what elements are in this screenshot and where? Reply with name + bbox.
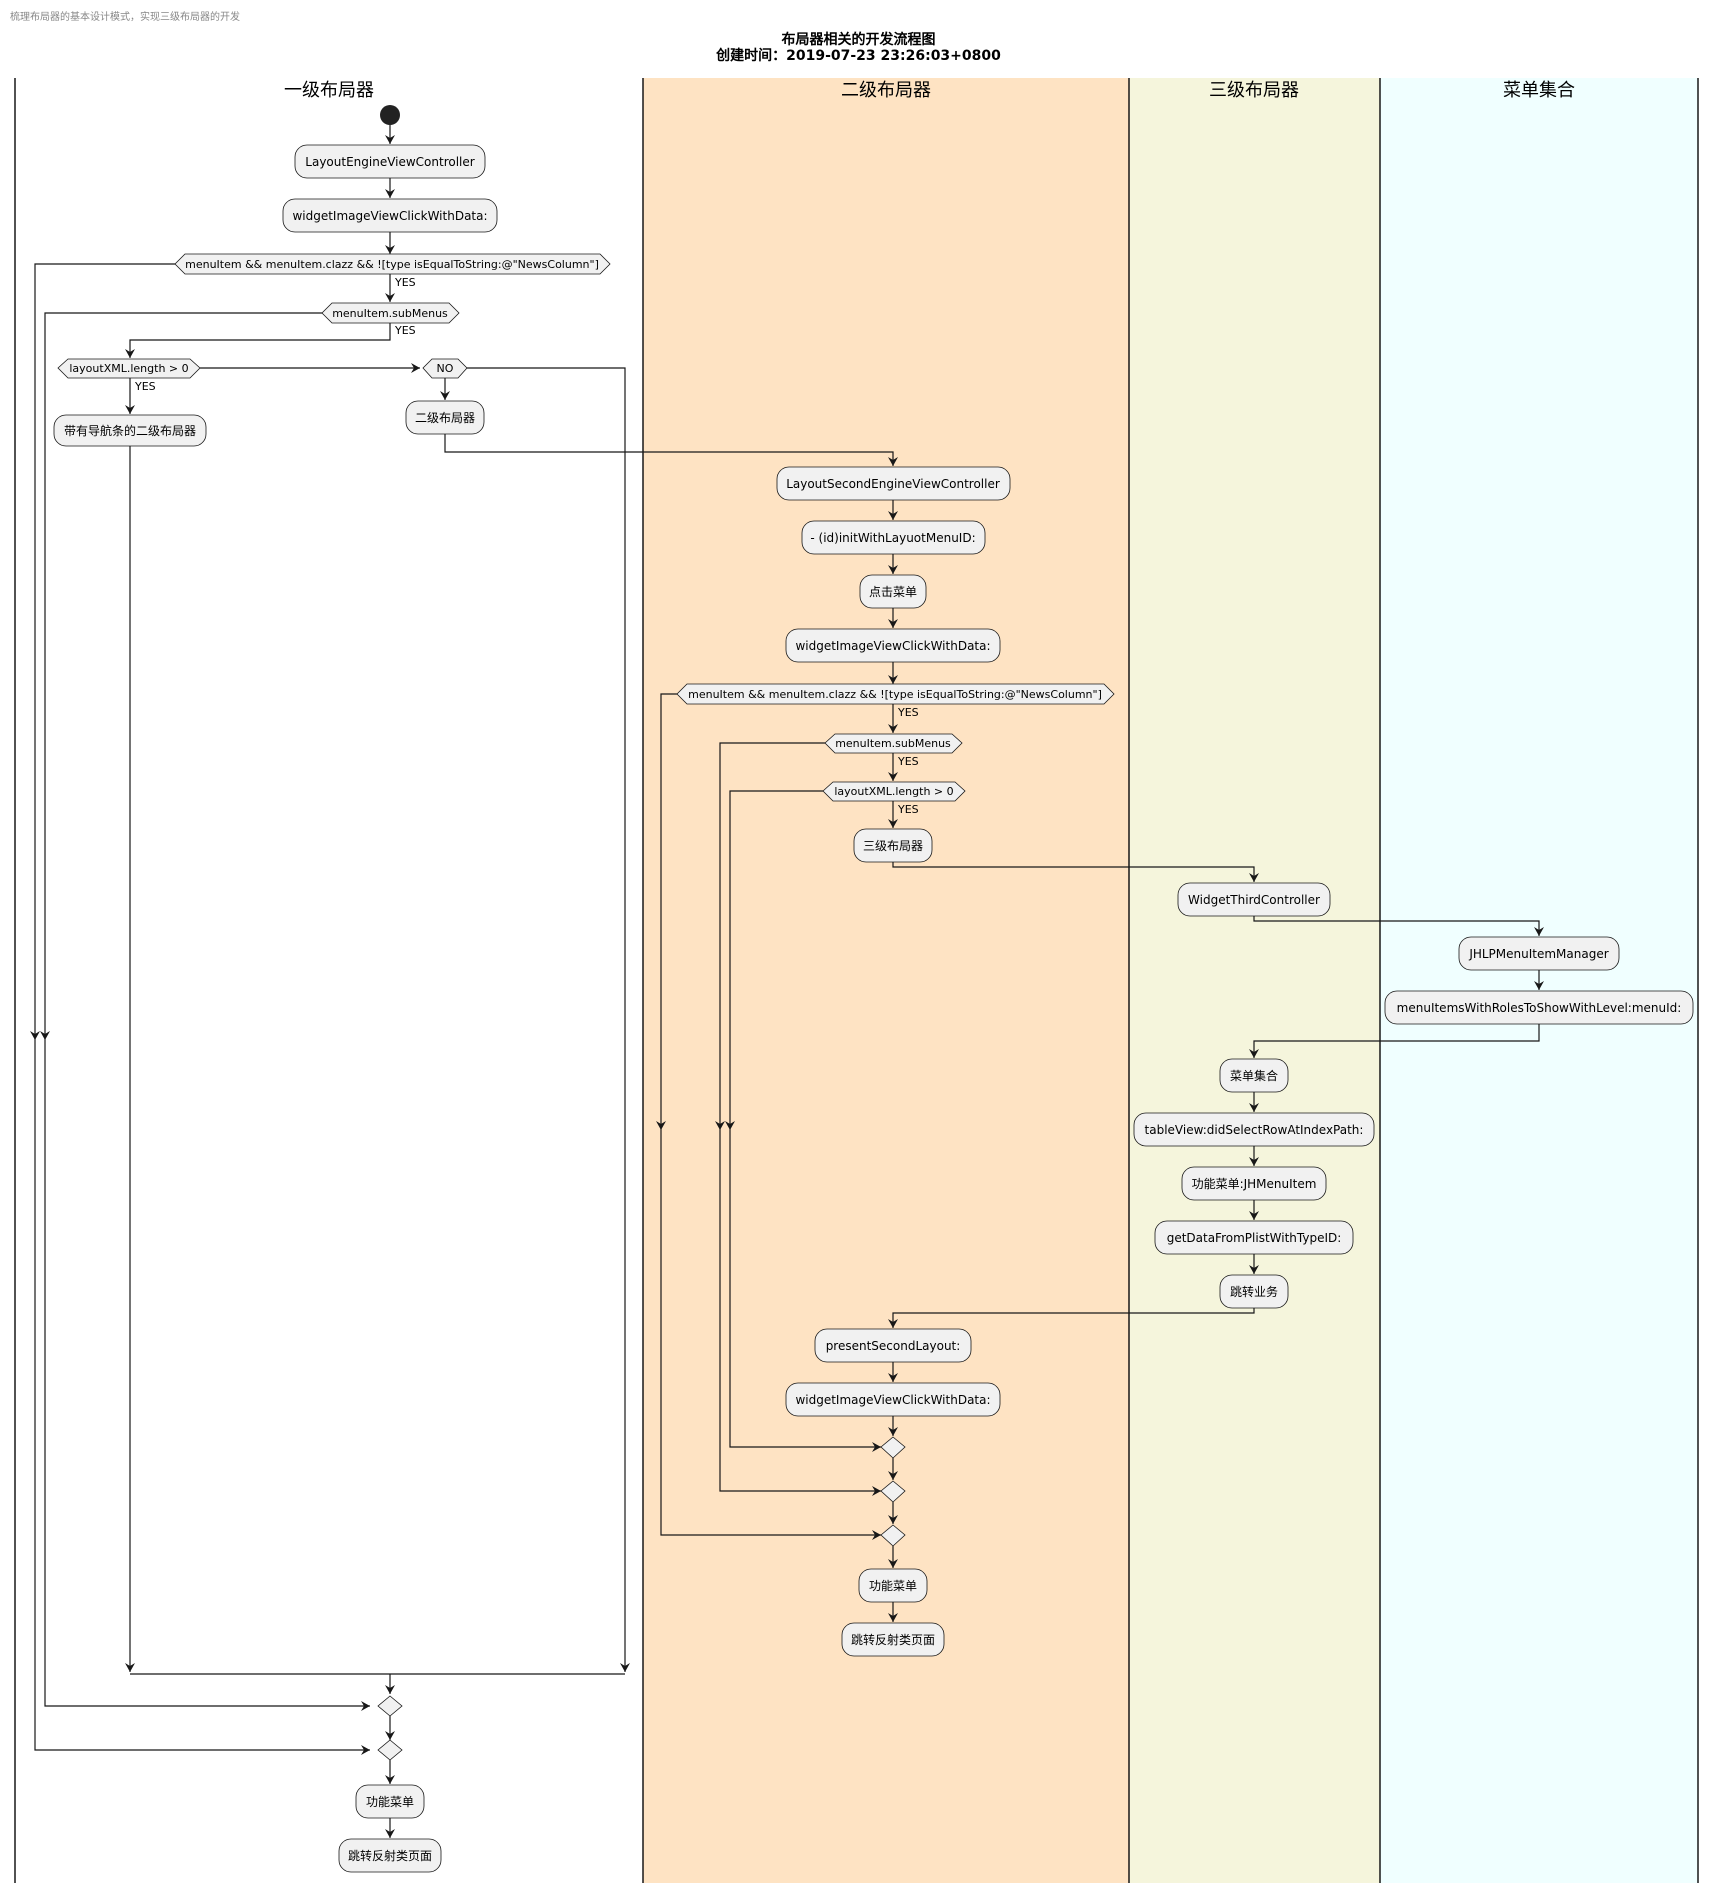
diagram-title: 布局器相关的开发流程图	[781, 32, 936, 48]
label-l1-func-menu: 功能菜单	[366, 1795, 414, 1809]
yes-label: YES	[897, 803, 919, 816]
label-l3-controller: WidgetThirdController	[1188, 893, 1320, 907]
start-node	[380, 105, 400, 125]
label-m-items: menuItemsWithRolesToShowWithLevel:menuId…	[1397, 1001, 1682, 1015]
label-l1-second: 二级布局器	[415, 411, 475, 425]
decision-l2-menuitem	[676, 683, 1115, 705]
activity-l2-controller	[776, 466, 1011, 501]
merge-l1-b	[377, 1739, 403, 1761]
label-l2-cond-submenus: menuItem.subMenus	[835, 737, 951, 750]
lane-title-3: 三级布局器	[1209, 80, 1299, 101]
activity-l2-init	[801, 520, 986, 555]
label-l1-cond-submenus: menuItem.subMenus	[332, 307, 448, 320]
activity-l1-nav-second	[53, 414, 207, 447]
label-l1-click: widgetImageViewClickWithData:	[292, 209, 487, 223]
label-l3-jump-biz: 跳转业务	[1230, 1284, 1278, 1299]
yes-label: YES	[394, 324, 416, 337]
label-l3-getdata: getDataFromPlistWithTypeID:	[1167, 1231, 1342, 1245]
label-l1-nav-second: 带有导航条的二级布局器	[64, 423, 196, 438]
yes-label: YES	[897, 755, 919, 768]
label-l2-cond-menuitem: menuItem && menuItem.clazz && ![type isE…	[688, 688, 1102, 701]
merge-l2-c	[880, 1524, 906, 1547]
label-l1-cond-layoutxml: layoutXML.length > 0	[69, 362, 188, 375]
activity-l2-third	[853, 828, 933, 863]
activity-l1-second	[405, 400, 485, 435]
label-m-manager: JHLPMenuItemManager	[1468, 947, 1608, 961]
lane-title-4: 菜单集合	[1503, 80, 1575, 101]
yes-label: YES	[134, 380, 156, 393]
label-l2-click2: widgetImageViewClickWithData:	[795, 1393, 990, 1407]
merge-l2-b	[880, 1480, 906, 1503]
label-l1-cond-menuitem: menuItem && menuItem.clazz && ![type isE…	[185, 258, 599, 271]
label-l3-menu-set: 菜单集合	[1230, 1068, 1278, 1083]
activity-l1-func-menu	[355, 1784, 425, 1819]
decision-l1-layoutxml	[57, 358, 201, 379]
label-l2-controller: LayoutSecondEngineViewController	[786, 477, 1000, 491]
activity-l3-controller	[1177, 882, 1331, 917]
decision-l2-submenus	[824, 733, 963, 754]
decision-l2-layoutxml	[822, 781, 966, 802]
yes-label: YES	[394, 276, 416, 289]
label-l3-func-menu: 功能菜单:JHMenuItem	[1192, 1177, 1317, 1191]
lane-3-bg	[1129, 78, 1380, 1883]
yes-label: YES	[897, 706, 919, 719]
label-l2-jump: 跳转反射类页面	[851, 1632, 935, 1647]
label-l2-init: - (id)initWithLayuotMenuID:	[810, 531, 975, 545]
activity-l3-jump-biz	[1219, 1274, 1289, 1309]
label-l2-third: 三级布局器	[863, 839, 923, 853]
activity-m-manager	[1458, 936, 1620, 971]
activity-l2-click-menu	[859, 574, 927, 609]
activity-l2-present	[814, 1328, 972, 1363]
activity-m-items	[1384, 990, 1694, 1025]
activity-l1-click	[282, 198, 498, 233]
label-l2-cond-layoutxml: layoutXML.length > 0	[834, 785, 953, 798]
activity-l3-menu-set	[1219, 1058, 1289, 1093]
label-l2-present: presentSecondLayout:	[826, 1339, 961, 1353]
activity-l3-getdata	[1154, 1220, 1354, 1255]
lane-2-bg	[643, 78, 1129, 1883]
diagram-subtitle: 创建时间：2019-07-23 23:26:03+0800	[716, 48, 1001, 64]
label-l2-click-menu: 点击菜单	[869, 585, 917, 599]
lane-title-1: 一级布局器	[284, 80, 374, 101]
header-note: 梳理布局器的基本设计模式，实现三级布局器的开发	[10, 12, 240, 23]
decision-l1-submenus	[321, 302, 460, 324]
label-l1-controller: LayoutEngineViewController	[305, 155, 474, 169]
label-l2-func-menu: 功能菜单	[869, 1579, 917, 1593]
activity-l2-click2	[785, 1382, 1001, 1417]
lane-title-2: 二级布局器	[841, 80, 931, 101]
lane-dividers	[14, 78, 1699, 1883]
merge-l2-a	[880, 1436, 906, 1459]
activity-l2-click	[785, 628, 1001, 663]
label-l3-didselect: tableView:didSelectRowAtIndexPath:	[1145, 1123, 1364, 1137]
activity-l2-jump	[841, 1622, 945, 1657]
label-l1-no: NO	[437, 362, 454, 375]
merge-l1-a	[377, 1695, 403, 1717]
activity-l1-jump	[338, 1838, 442, 1873]
label-l1-jump: 跳转反射类页面	[348, 1848, 432, 1863]
connectors	[30, 125, 1544, 1838]
activity-l1-controller	[294, 144, 486, 179]
lane-1-bg	[15, 78, 643, 1883]
decision-l1-menuitem	[174, 253, 611, 275]
decision-l1-no	[422, 358, 468, 379]
activity-l2-func-menu	[858, 1568, 928, 1603]
activity-l3-func-menu	[1181, 1166, 1327, 1201]
label-l2-click: widgetImageViewClickWithData:	[795, 639, 990, 653]
activity-l3-didselect	[1133, 1112, 1375, 1147]
